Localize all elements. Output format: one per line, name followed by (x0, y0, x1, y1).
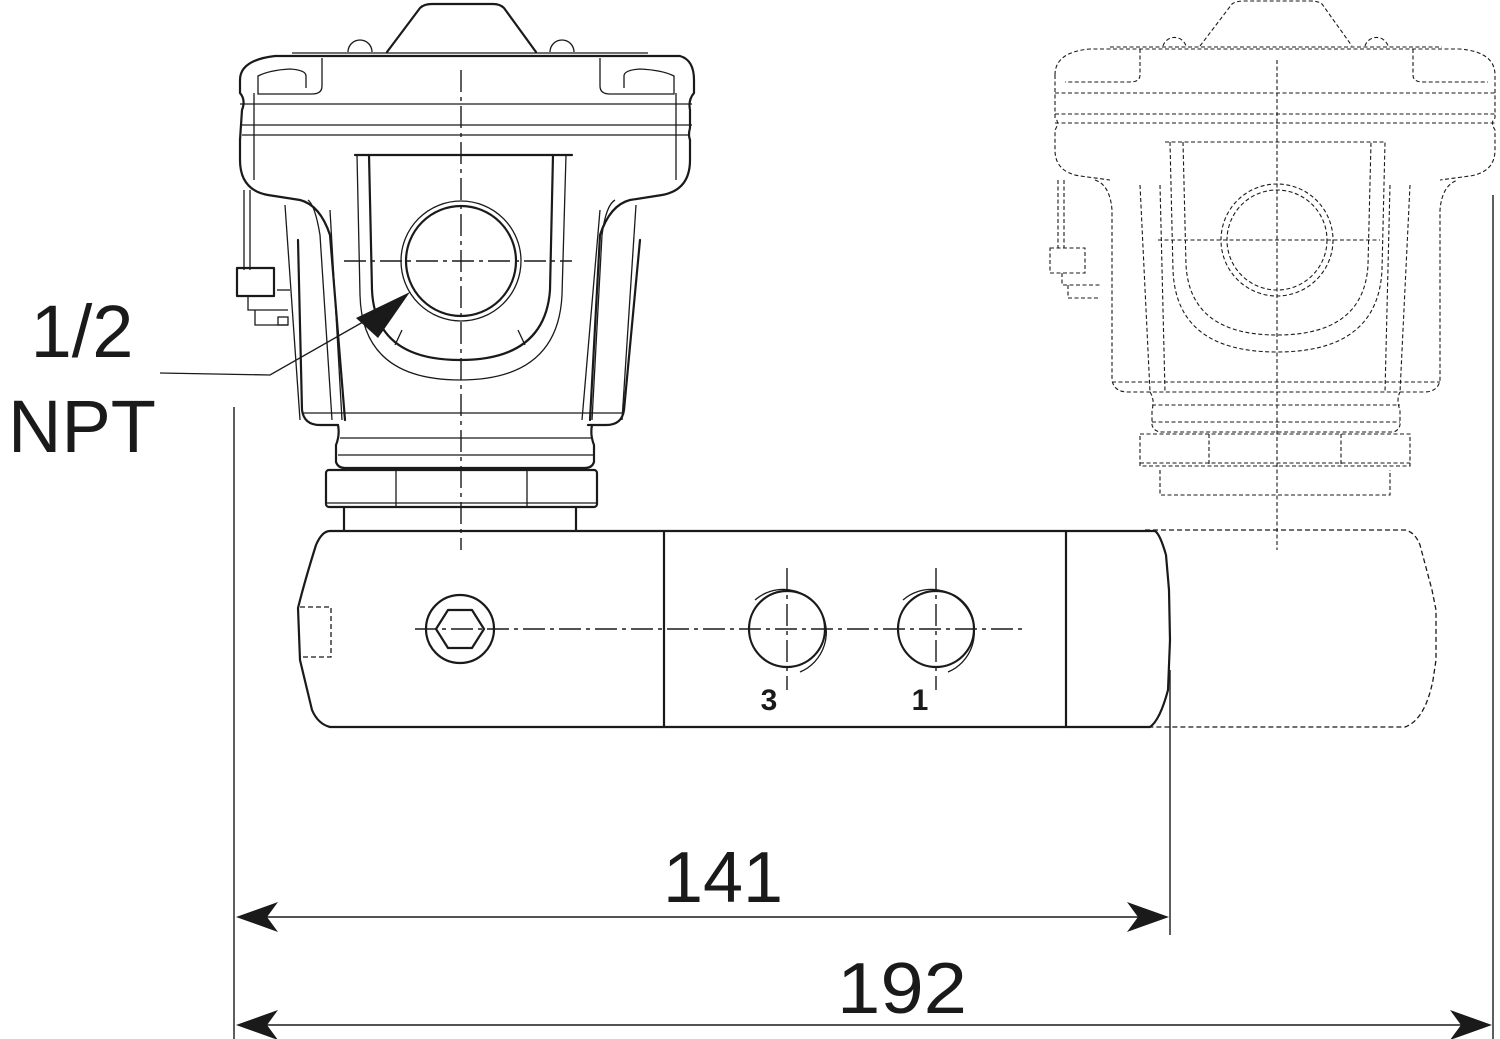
port-3-label: 3 (761, 684, 778, 717)
manifold-extension-dashed (1145, 529, 1437, 728)
thread-type-label: NPT (8, 385, 156, 468)
dimension-141: 141 (663, 838, 783, 918)
port-1-label: 1 (912, 684, 929, 717)
dimension-lines (233, 195, 1494, 1039)
thread-callout (159, 292, 410, 376)
thread-size-label: 1/2 (31, 290, 134, 373)
valve-solid (235, 2, 696, 550)
manifold-solid (296, 529, 1172, 729)
valve-alternate-dashed (1049, 0, 1496, 550)
dimension-192: 192 (837, 949, 967, 1029)
